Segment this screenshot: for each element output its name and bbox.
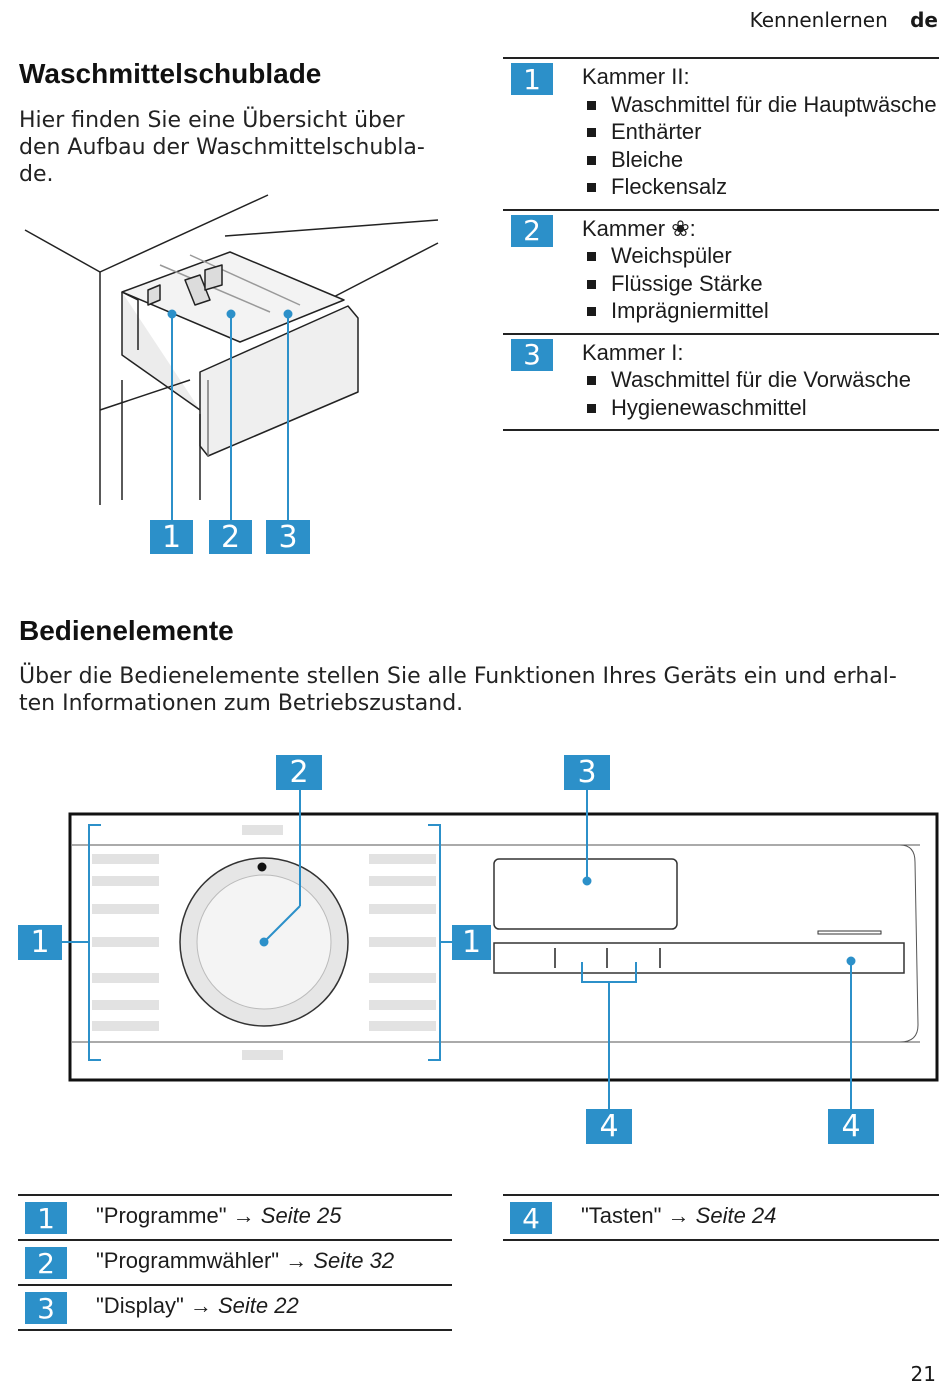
drawer-label-1: 1: [150, 520, 193, 555]
panel-label-knob: 2: [276, 755, 322, 790]
section-name: Kennenlernen: [749, 8, 888, 32]
chamber-item: Weichspüler: [582, 242, 939, 270]
legend-row: 2 "Programmwähler" → Seite 32: [18, 1241, 452, 1286]
page-reference: Seite 22: [217, 1293, 299, 1318]
chamber-table: 1 Kammer II: Waschmittel für die Hauptwä…: [503, 57, 939, 431]
legend-row: 3 "Display" → Seite 22: [18, 1286, 452, 1331]
language-code: de: [910, 8, 938, 32]
panel-label-programs-right: 1: [452, 925, 491, 960]
panel-callout-lines: [62, 790, 856, 1110]
display-window: [493, 858, 678, 930]
chamber-item: Hygienewaschmittel: [582, 394, 939, 422]
drawer-heading: Waschmittelschublade: [19, 58, 322, 89]
chamber-item-list: Waschmittel für die Vorwäsche Hygienewas…: [582, 366, 939, 421]
program-label-bars: [92, 825, 436, 1060]
chamber-title: Kammer I:: [582, 339, 684, 365]
chamber-title: Kammer II:: [582, 64, 690, 89]
chamber-item: Fleckensalz: [582, 173, 939, 201]
chamber-item-list: Weichspüler Flüssige Stärke Imprägniermi…: [582, 242, 939, 325]
legend-text: "Tasten" → Seite 24: [581, 1203, 777, 1228]
controls-intro-line: ten Informationen zum Betriebszustand.: [19, 691, 464, 716]
chamber-title: Kammer ❀:: [582, 215, 696, 241]
chamber-item-list: Waschmittel für die Hauptwäsche Enthärte…: [582, 91, 939, 201]
chamber-item: Flüssige Stärke: [582, 270, 939, 298]
legend-number-badge: 1: [25, 1202, 67, 1235]
panel-label-display: 3: [564, 755, 610, 790]
controls-intro-line: Über die Bedienelemente stellen Sie alle…: [19, 664, 897, 689]
chamber-item: Bleiche: [582, 146, 939, 174]
page-reference: Seite 32: [313, 1248, 395, 1273]
legend-text: "Programmwähler" → Seite 32: [96, 1248, 395, 1273]
legend-row: 4 "Tasten" → Seite 24: [503, 1196, 939, 1241]
panel-label-programs-left: 1: [18, 925, 62, 960]
page-reference: Seite 25: [260, 1203, 342, 1228]
chamber-row: 3 Kammer I: Waschmittel für die Vorwäsch…: [503, 332, 939, 431]
controls-heading: Bedienelemente: [19, 615, 234, 646]
page-reference: Seite 24: [695, 1203, 777, 1228]
drawer-label-3: 3: [266, 520, 310, 555]
legend-row: 1 "Programme" → Seite 25: [18, 1196, 452, 1241]
chamber-number-badge: 3: [511, 338, 553, 371]
drawer-intro: Hier finden Sie eine Übersicht über den …: [19, 107, 425, 188]
controls-legend-left: 1 "Programme" → Seite 25 2 "Programmwähl…: [18, 1194, 452, 1331]
controls-intro: Über die Bedienelemente stellen Sie alle…: [19, 663, 897, 717]
control-panel-illustration: [62, 790, 939, 1110]
chamber-item: Waschmittel für die Vorwäsche: [582, 366, 939, 394]
button-bar: [493, 942, 905, 974]
chamber-number-badge: 2: [511, 214, 553, 247]
drawer-label-2: 2: [209, 520, 252, 555]
drawer-intro-line: Hier finden Sie eine Übersicht über: [19, 108, 405, 133]
chamber-row: 2 Kammer ❀: Weichspüler Flüssige Stärke …: [503, 208, 939, 333]
controls-legend-right: 4 "Tasten" → Seite 24: [503, 1194, 939, 1241]
drawer-callout-lines: [167, 309, 293, 520]
drawer-intro-line: den Aufbau der Waschmittelschubla-: [19, 135, 425, 160]
panel-label-button-right: 4: [828, 1109, 874, 1144]
drawer-intro-line: de.: [19, 162, 54, 187]
panel-label-buttons: 4: [586, 1109, 632, 1144]
legend-text: "Display" → Seite 22: [96, 1293, 299, 1318]
legend-number-badge: 2: [25, 1247, 67, 1280]
chamber-item: Waschmittel für die Hauptwäsche: [582, 91, 939, 119]
page-number: 21: [910, 1362, 936, 1386]
chamber-item: Enthärter: [582, 118, 939, 146]
chamber-row: 1 Kammer II: Waschmittel für die Hauptwä…: [503, 57, 939, 209]
page-header: Kennenlernen de: [750, 8, 938, 32]
chamber-number-badge: 1: [511, 63, 553, 96]
chamber-item: Imprägniermittel: [582, 297, 939, 325]
legend-number-badge: 3: [25, 1292, 67, 1325]
legend-text: "Programme" → Seite 25: [96, 1203, 342, 1228]
legend-number-badge: 4: [510, 1202, 552, 1235]
